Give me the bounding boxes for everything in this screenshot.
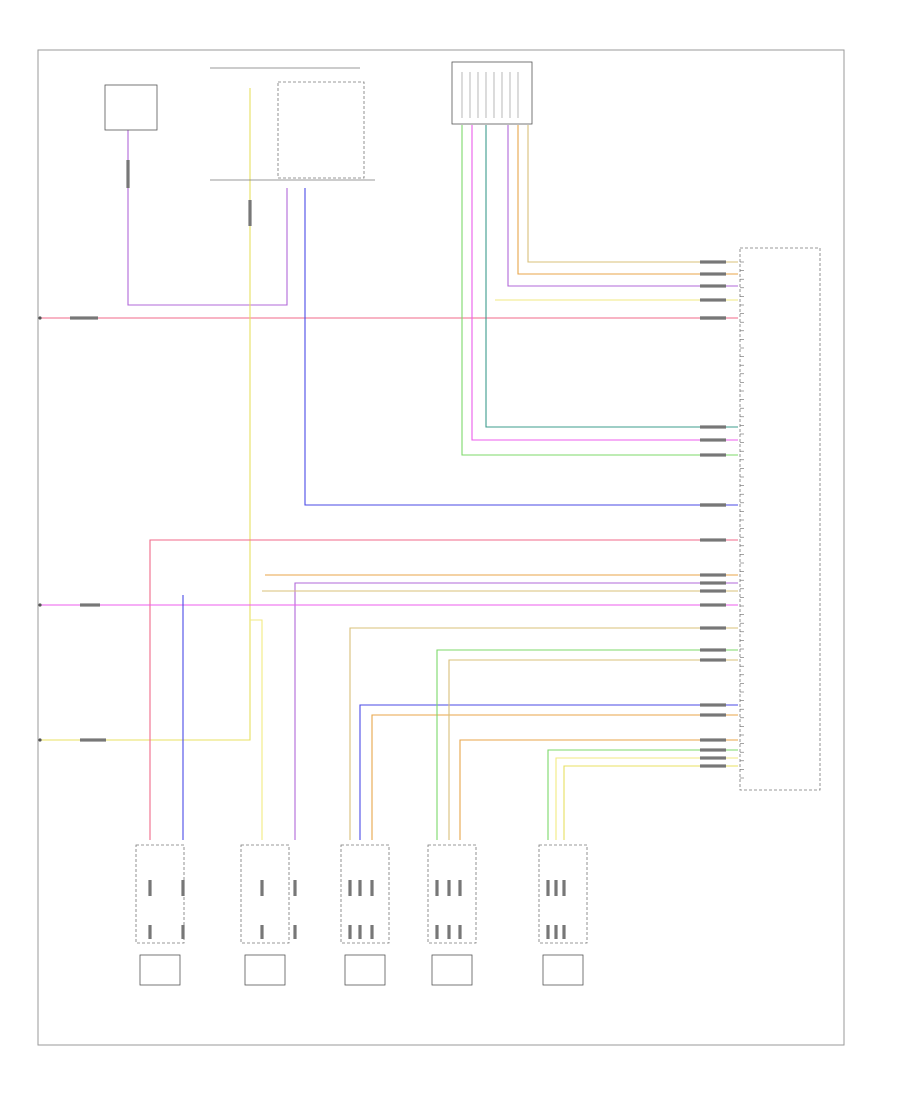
wire-label-tick bbox=[447, 880, 451, 896]
wire-label-tick bbox=[293, 925, 297, 939]
wire-label-tick bbox=[370, 880, 374, 896]
top-connector bbox=[451, 61, 533, 125]
wire-label-tick bbox=[700, 581, 726, 585]
wire-label-tick bbox=[700, 316, 726, 320]
wire-label-tick bbox=[70, 316, 98, 320]
wire-label-tick bbox=[181, 880, 185, 896]
wire-label-tick bbox=[700, 438, 726, 442]
lf-height-sensor-connector bbox=[427, 844, 477, 944]
wire-label-tick bbox=[700, 603, 726, 607]
wire-label-tick bbox=[80, 738, 106, 742]
rf-height-sensor-connector bbox=[538, 844, 588, 944]
yellow-rf-height-wire bbox=[563, 765, 738, 840]
wire-label-tick bbox=[700, 713, 726, 717]
control-module-outline bbox=[739, 247, 821, 791]
lf-wheel-speed-connector bbox=[135, 844, 185, 944]
wire-label-tick bbox=[700, 284, 726, 288]
green-lf-height-wire bbox=[436, 649, 738, 840]
green-top-wire bbox=[461, 125, 738, 456]
magenta-top-wire bbox=[471, 125, 738, 441]
lf-wheel-speed-sensor bbox=[139, 954, 181, 986]
rf-height-sensor-sensor bbox=[542, 954, 584, 986]
yellow-branch-wire bbox=[250, 619, 263, 840]
wire-label-tick bbox=[562, 925, 566, 939]
lateral-sensor-sensor bbox=[344, 954, 386, 986]
diagram-border bbox=[37, 49, 845, 1046]
wire-label-tick bbox=[126, 160, 130, 188]
blue-lateral-wire bbox=[359, 704, 738, 840]
wire-label-tick bbox=[148, 880, 152, 896]
connector-dot bbox=[38, 738, 42, 742]
wire-label-tick bbox=[700, 425, 726, 429]
pink-lf-wire bbox=[149, 539, 738, 840]
wire-label-tick bbox=[700, 272, 726, 276]
violet-loop-wire bbox=[127, 130, 288, 306]
wire-label-tick bbox=[546, 925, 550, 939]
wire-label-tick bbox=[546, 880, 550, 896]
steering-sensor bbox=[277, 81, 365, 179]
wire-label-tick bbox=[435, 880, 439, 896]
tan-lf-height-wire bbox=[448, 659, 738, 840]
wire-label-tick bbox=[700, 764, 726, 768]
wire-label-tick bbox=[700, 260, 726, 264]
wire-label-tick bbox=[700, 453, 726, 457]
wire-label-tick bbox=[260, 880, 264, 896]
violet-rf-wire bbox=[294, 582, 738, 840]
wire-label-tick bbox=[348, 925, 352, 939]
wire-label-tick bbox=[358, 925, 362, 939]
violet-top-wire bbox=[507, 125, 738, 287]
wire-label-tick bbox=[458, 925, 462, 939]
lf-height-sensor-sensor bbox=[431, 954, 473, 986]
wire-label-tick bbox=[700, 648, 726, 652]
tan-top-wire bbox=[527, 125, 738, 263]
wire-label-tick bbox=[700, 589, 726, 593]
component-layer bbox=[104, 61, 821, 986]
wire-label-tick bbox=[700, 658, 726, 662]
rf-wheel-speed-sensor bbox=[244, 954, 286, 986]
orange-lateral-wire bbox=[371, 714, 738, 840]
wire-label-tick bbox=[700, 756, 726, 760]
fuse-box bbox=[104, 84, 158, 131]
wire-label-tick bbox=[435, 925, 439, 939]
wire-label-tick bbox=[293, 880, 297, 896]
green-rf-height-wire bbox=[547, 749, 738, 840]
wire-label-tick bbox=[700, 503, 726, 507]
wire-label-tick bbox=[148, 925, 152, 939]
yellow-main-wire bbox=[40, 88, 251, 741]
wire-layer bbox=[38, 88, 738, 840]
lightyellow-rf-height-wire bbox=[555, 757, 738, 840]
wire-label-tick bbox=[358, 880, 362, 896]
wire-label-tick bbox=[700, 738, 726, 742]
wire-label-tick bbox=[554, 925, 558, 939]
wire-label-tick bbox=[458, 880, 462, 896]
wire-label-tick bbox=[181, 925, 185, 939]
wire-label-tick bbox=[447, 925, 451, 939]
orange-top-wire bbox=[517, 125, 738, 275]
wire-label-tick bbox=[700, 298, 726, 302]
wire-label-tick bbox=[700, 703, 726, 707]
wire-label-tick bbox=[248, 200, 252, 226]
wire-label-tick bbox=[554, 880, 558, 896]
wire-label-tick bbox=[370, 925, 374, 939]
wire-label-tick bbox=[700, 538, 726, 542]
wire-label-tick bbox=[700, 573, 726, 577]
teal-top-wire bbox=[485, 125, 738, 428]
label-layer bbox=[70, 160, 726, 939]
wire-label-tick bbox=[348, 880, 352, 896]
wire-label-tick bbox=[700, 748, 726, 752]
connector-dot bbox=[38, 603, 42, 607]
lateral-sensor-connector bbox=[340, 844, 390, 944]
tan-lateral-wire bbox=[349, 627, 738, 840]
wire-label-tick bbox=[700, 626, 726, 630]
wire-label-tick bbox=[260, 925, 264, 939]
wire-label-tick bbox=[80, 603, 100, 607]
orange-lf-height-wire bbox=[459, 739, 738, 840]
blue-sensor-wire bbox=[304, 188, 738, 506]
rf-wheel-speed-connector bbox=[240, 844, 290, 944]
wire-label-tick bbox=[562, 880, 566, 896]
connector-dot bbox=[38, 316, 42, 320]
